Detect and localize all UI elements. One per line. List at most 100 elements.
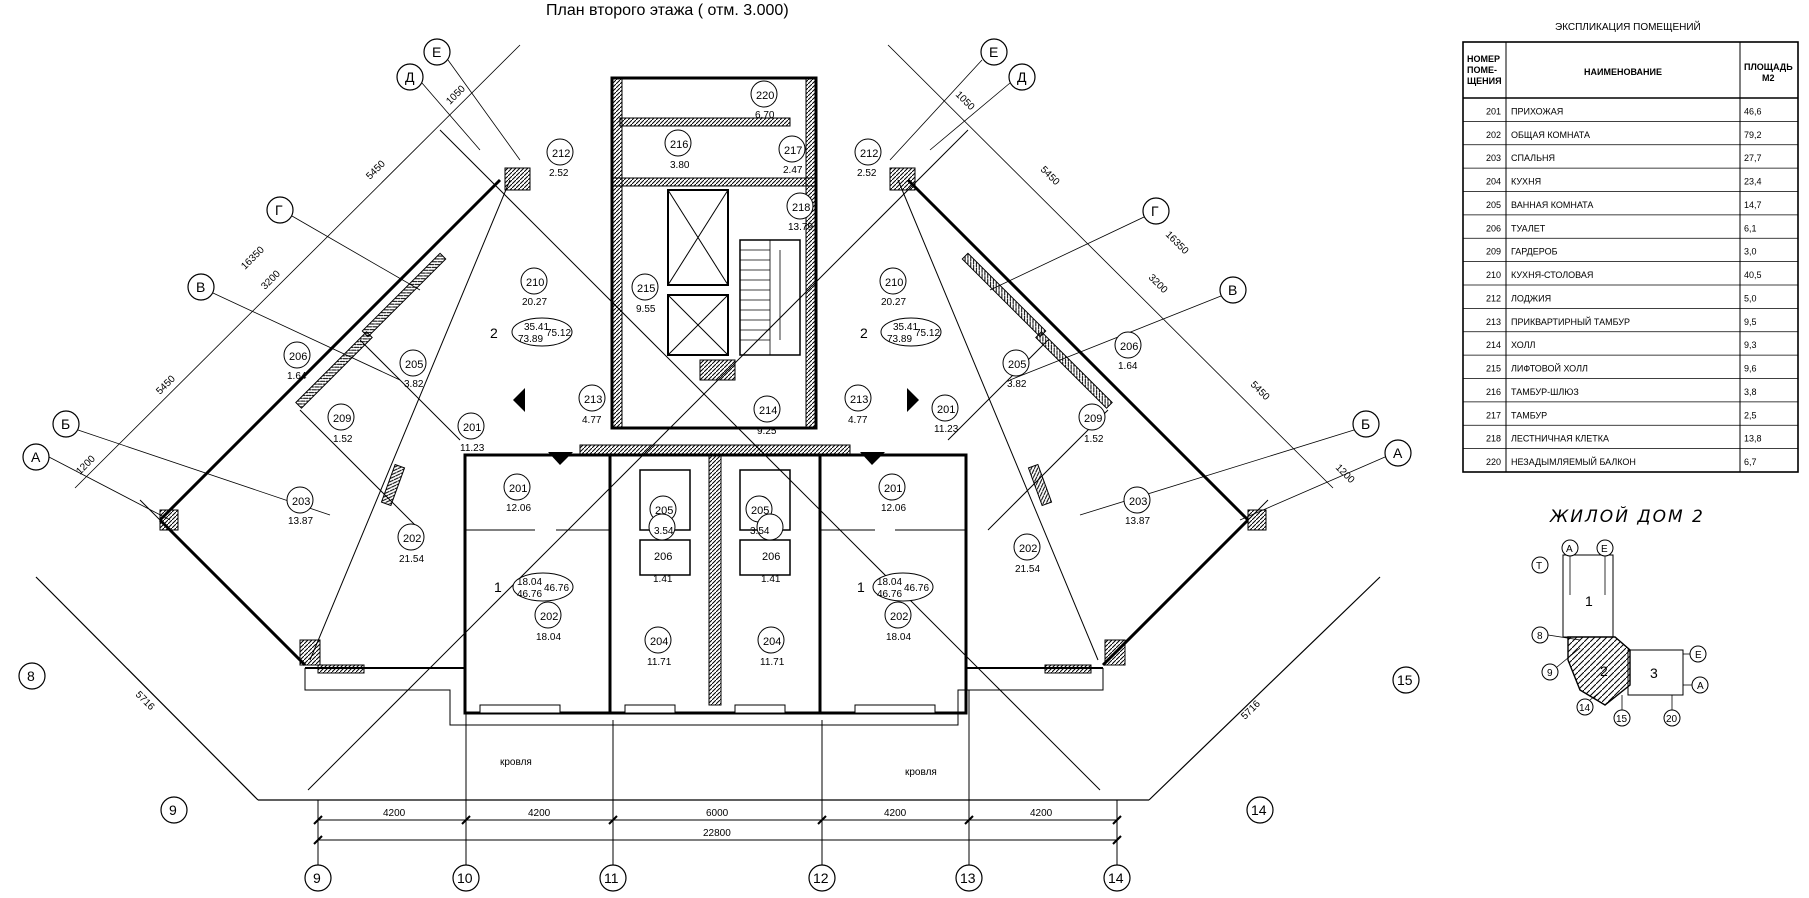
scheme-ax-t1: Т: [1536, 561, 1542, 572]
apt-1-right-bottom: 46.76: [877, 589, 902, 600]
room-205-cleft-num: 205: [655, 505, 673, 517]
room-213-right-num: 213: [850, 394, 868, 406]
axis-label-e-right: Е: [989, 44, 998, 60]
table-cell-num: 206: [1486, 223, 1501, 233]
apt-2-left-total: 75.12: [546, 328, 571, 339]
room-206-wright-num: 206: [1120, 341, 1138, 353]
table-cell-name: ГАРДЕРОБ: [1511, 247, 1558, 257]
bottom-dimension-labels: 4200 4200 6000 4200 4200 22800: [383, 808, 1053, 839]
table-cell-num: 213: [1486, 317, 1501, 327]
table-cell-num: 203: [1486, 153, 1501, 163]
room-206-cright-area: 1.41: [761, 574, 781, 585]
table-cell-name: ТУАЛЕТ: [1511, 223, 1546, 233]
dim-wing-side-right: 5716: [1239, 698, 1263, 722]
axis-label-9: 9: [313, 870, 321, 886]
room-204-left-num: 204: [650, 636, 668, 648]
table-cell-area: 13,8: [1744, 434, 1762, 444]
room-204-left-area: 11.71: [647, 657, 672, 668]
dim-wing-a-right: 1200: [1333, 462, 1357, 486]
dim-span-1: 4200: [383, 808, 406, 819]
dim-wing-total-right: 16350: [1163, 229, 1191, 257]
room-202-wleft-num: 202: [403, 533, 421, 545]
table-head-area-2: М2: [1762, 73, 1775, 83]
left-wing-interior: [159, 167, 573, 666]
building-outline: [35, 129, 1381, 801]
axis-label-13: 13: [960, 870, 976, 886]
roof-label-left: кровля: [500, 757, 532, 768]
room-206-cleft-area: 1.41: [653, 574, 673, 585]
table-cell-area: 6,7: [1744, 457, 1757, 467]
scheme-title: ЖИЛОЙ ДОМ 2: [1549, 505, 1705, 527]
dim-wing-b-left: 5450: [154, 373, 178, 397]
room-210-left-area: 20.27: [522, 297, 547, 308]
dim-wing-a-left: 1200: [74, 453, 98, 477]
dim-wing-b-right: 5450: [1248, 379, 1272, 403]
table-head-name: НАИМЕНОВАНИЕ: [1584, 67, 1662, 77]
axis-label-a-left: А: [31, 449, 41, 465]
room-210-right-num: 210: [885, 277, 903, 289]
explication-table: ЭКСПЛИКАЦИЯ ПОМЕЩЕНИЙ НОМЕР ПОМЕ- ЩЕНИЯ …: [1462, 20, 1799, 473]
dim-wing-c-right: 3200: [1146, 272, 1170, 296]
room-204-right-num: 204: [763, 636, 781, 648]
apt-1-right-num: 1: [857, 579, 865, 595]
room-202-cright-area: 18.04: [886, 632, 911, 643]
table-title: ЭКСПЛИКАЦИЯ ПОМЕЩЕНИЙ: [1555, 20, 1701, 33]
room-212-right-area: 2.52: [857, 168, 877, 179]
table-cell-name: ТАМБУР: [1511, 410, 1547, 420]
room-206-wleft-area: 1.64: [287, 371, 307, 382]
axis-label-v-right: В: [1228, 282, 1237, 298]
dim-wing-side-left: 5716: [133, 689, 157, 713]
room-212-left-num: 212: [552, 148, 570, 160]
room-205-cright-num: 205: [751, 505, 769, 517]
table-head-num-3: ЩЕНИЯ: [1467, 76, 1502, 86]
room-217-num: 217: [784, 145, 802, 157]
room-202-cleft-area: 18.04: [536, 632, 561, 643]
dim-total: 22800: [703, 828, 731, 839]
dim-wing-c-left: 3200: [259, 268, 283, 292]
table-cell-area: 2,5: [1744, 410, 1757, 420]
right-wing-interior: [860, 167, 1267, 666]
table-cell-area: 5,0: [1744, 293, 1757, 303]
axis-label-14: 14: [1108, 870, 1124, 886]
room-203-left-area: 13.87: [288, 516, 313, 527]
apt-1-left-bottom: 46.76: [517, 589, 542, 600]
room-214-area: 9.25: [757, 426, 777, 437]
table-cell-num: 218: [1486, 434, 1501, 444]
table-cell-area: 14,7: [1744, 200, 1762, 210]
table-cell-num: 220: [1486, 457, 1501, 467]
table-cell-area: 23,4: [1744, 177, 1762, 187]
scheme-ax-a: А: [1697, 681, 1704, 692]
bottom-axis-labels: 9 10 11 12 13 14 8 15 9 14: [27, 668, 1413, 886]
table-cell-num: 214: [1486, 340, 1501, 350]
scheme-sec-1-label: 1: [1585, 593, 1593, 609]
apt-2-right-total: 75.12: [915, 328, 940, 339]
dim-span-5: 4200: [1030, 808, 1053, 819]
room-203-right-num: 203: [1129, 496, 1147, 508]
apt-1-left-num: 1: [494, 579, 502, 595]
dim-span-3: 6000: [706, 808, 729, 819]
room-205-wright-area: 3.82: [1007, 379, 1027, 390]
apt-1-right-total: 46.76: [904, 583, 929, 594]
table-cell-name: ТАМБУР-ШЛЮЗ: [1511, 387, 1579, 397]
apartment-labels: 2 35.41 73.89 75.12 2 35.41 73.89 75.12 …: [490, 322, 940, 600]
room-209-right-area: 1.52: [1084, 434, 1104, 445]
table-cell-num: 205: [1486, 200, 1501, 210]
axis-label-14-diag: 14: [1251, 802, 1267, 818]
axis-label-15: 15: [1397, 672, 1413, 688]
scheme-ax-8: 8: [1537, 631, 1543, 642]
room-209-right-num: 209: [1084, 413, 1102, 425]
room-201-wleft-area: 11.23: [460, 443, 485, 454]
table-cell-num: 217: [1486, 410, 1501, 420]
room-201-cright-area: 12.06: [881, 503, 906, 514]
scheme-ax-20: 20: [1666, 714, 1678, 725]
table-cell-num: 204: [1486, 177, 1501, 187]
table-cell-area: 3,0: [1744, 247, 1757, 257]
scheme-ax-t3: Е: [1601, 544, 1608, 555]
bottom-dimensions: [313, 690, 1122, 875]
axis-label-9-diag: 9: [169, 802, 177, 818]
apt-2-right-num: 2: [860, 325, 868, 341]
table-cell-area: 6,1: [1744, 223, 1757, 233]
apt-2-left-num: 2: [490, 325, 498, 341]
